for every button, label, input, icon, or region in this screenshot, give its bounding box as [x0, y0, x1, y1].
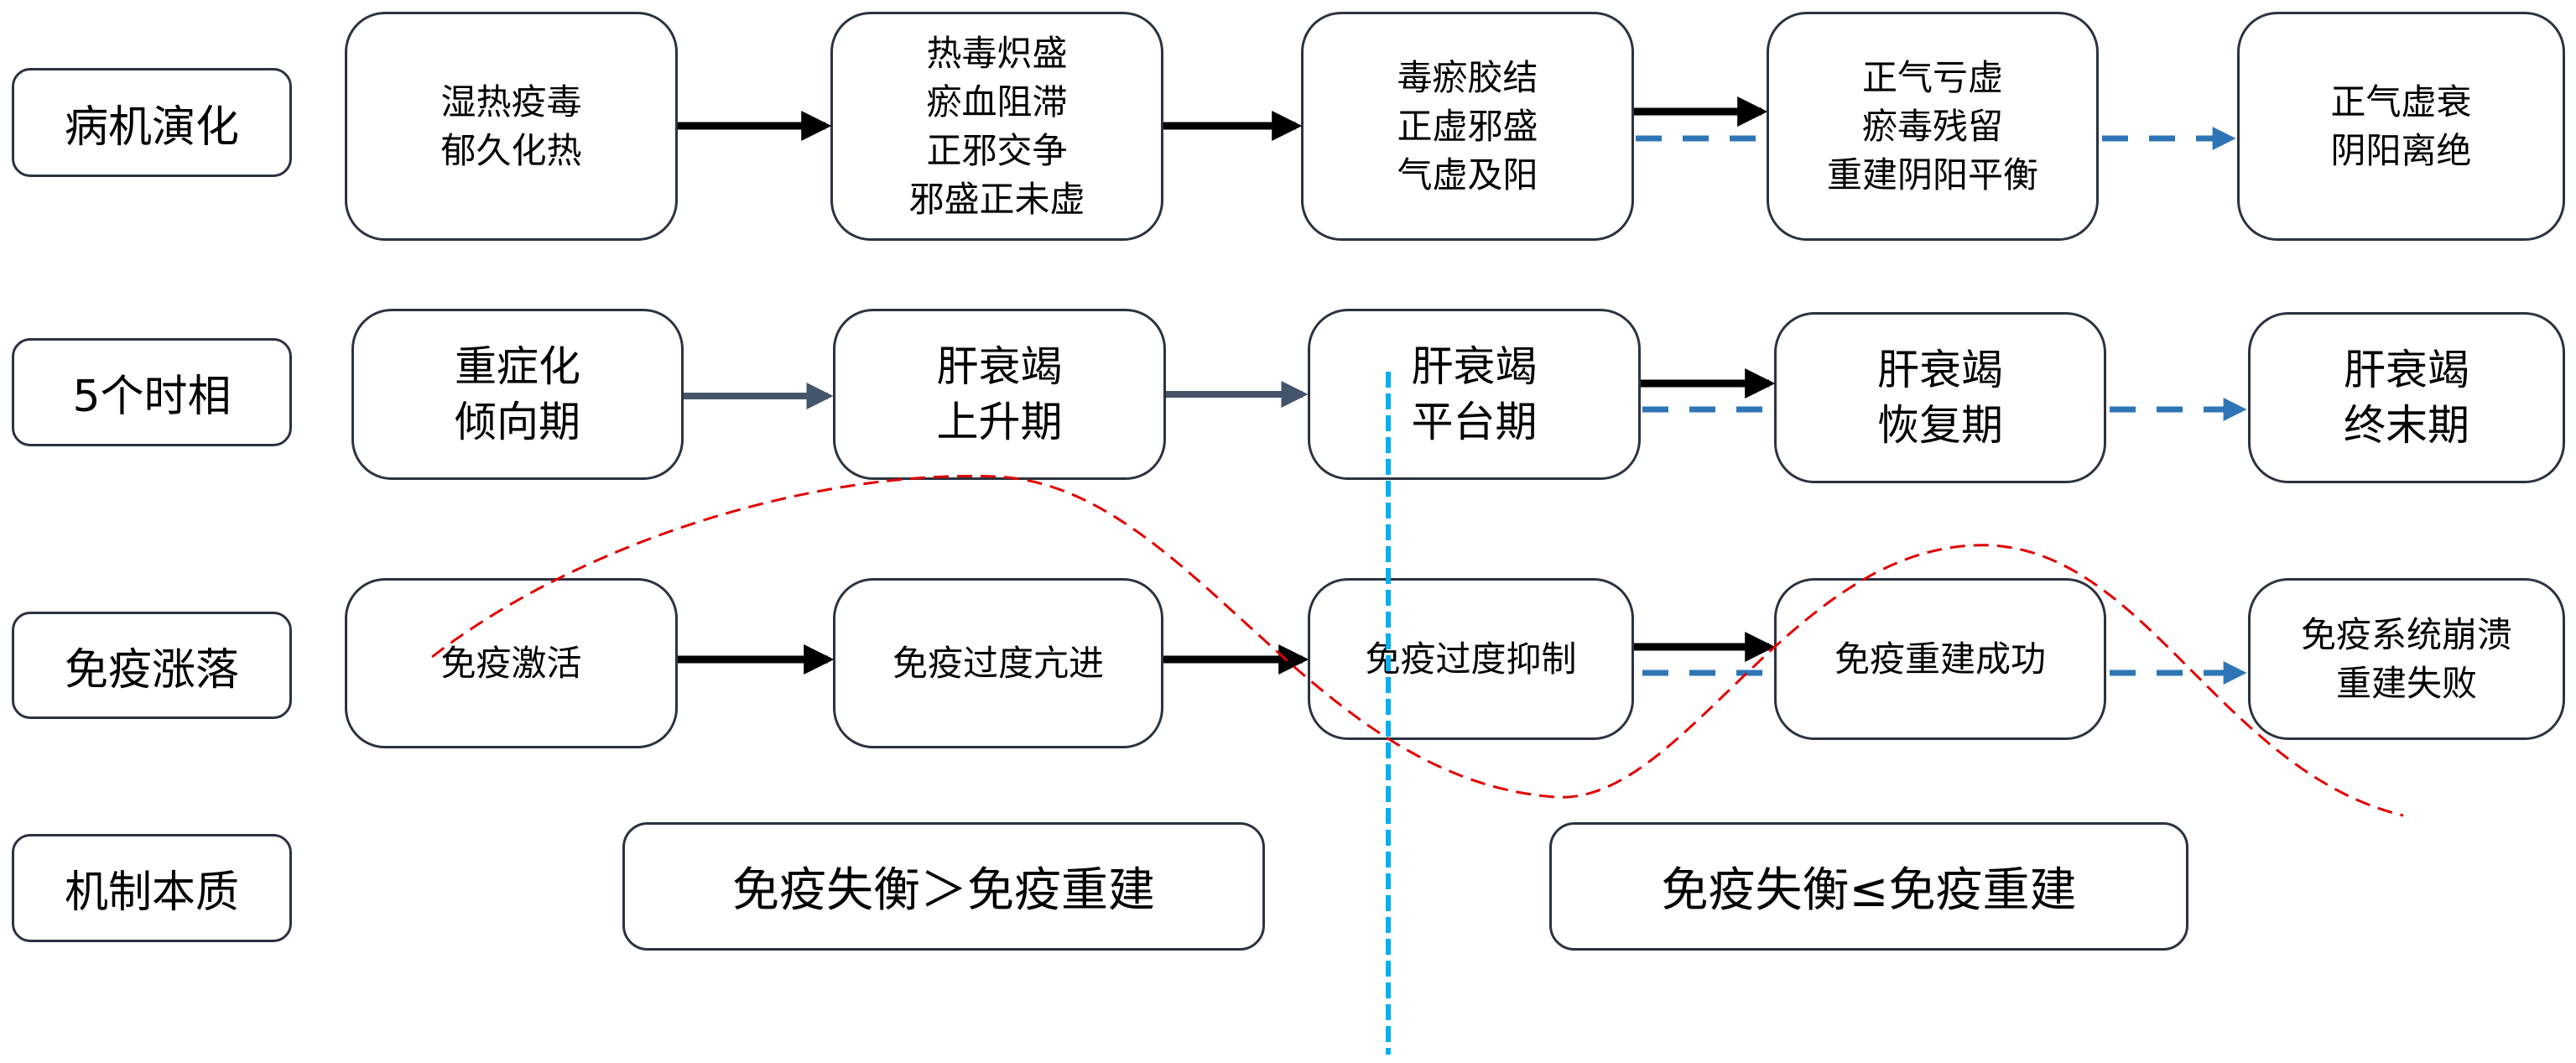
node-text-line: 热毒炽盛: [926, 32, 1068, 74]
row-label-text: 病机演化: [64, 102, 239, 153]
node-pathogenesis-5: 正气虚衰阴阳离绝: [2237, 12, 2565, 241]
node-text-line: 免疫激活: [440, 642, 582, 684]
node-phase-3: 肝衰竭平台期: [1308, 309, 1641, 480]
node-text-line: 免疫过度亢进: [892, 642, 1104, 684]
node-text-line: 平台期: [1411, 398, 1538, 446]
node-immune-5: 免疫系统崩溃重建失败: [2248, 578, 2565, 740]
essence-rebuild-dominant: 免疫失衡≤免疫重建: [1549, 822, 2188, 951]
node-text-line: 恢复期: [1877, 401, 2003, 450]
essence-imbalance-dominant: 免疫失衡＞免疫重建: [622, 822, 1265, 951]
node-text: 重症化倾向期: [455, 339, 580, 450]
node-text: 湿热疫毒郁久化热: [440, 78, 581, 175]
node-text-line: 肝衰竭: [936, 342, 1063, 391]
node-text: 免疫激活: [440, 639, 581, 688]
node-text-line: 毒瘀胶结: [1397, 56, 1538, 98]
node-text-line: 肝衰竭: [1877, 346, 2003, 394]
node-text-line: 免疫系统崩溃: [2300, 613, 2512, 655]
node-text-line: 肝衰竭: [2344, 346, 2469, 394]
node-phase-5: 肝衰竭终末期: [2248, 312, 2565, 483]
node-text-line: 邪盛正未虚: [908, 178, 1085, 220]
row-label-immune: 免疫涨落: [12, 612, 292, 719]
node-text-line: 瘀毒残留: [1861, 105, 2003, 147]
node-text-line: 正虚邪盛: [1397, 105, 1538, 147]
node-text: 肝衰竭上升期: [937, 339, 1063, 450]
node-text-line: 免疫重建成功: [1834, 638, 2046, 680]
node-text: 肝衰竭恢复期: [1877, 342, 2003, 453]
node-pathogenesis-2: 热毒炽盛瘀血阻滞正邪交争邪盛正未虚: [830, 12, 1163, 241]
essence-text: 免疫失衡＞免疫重建: [732, 863, 1155, 918]
node-pathogenesis-1: 湿热疫毒郁久化热: [345, 12, 678, 241]
node-text-line: 终末期: [2344, 401, 2469, 450]
node-text-line: 重症化: [455, 342, 580, 391]
node-immune-3: 免疫过度抑制: [1308, 578, 1634, 740]
node-text-line: 湿热疫毒: [440, 81, 582, 122]
node-text-line: 肝衰竭: [1411, 342, 1538, 391]
node-pathogenesis-3: 毒瘀胶结正虚邪盛气虚及阳: [1301, 12, 1634, 241]
node-text: 免疫过度亢进: [892, 639, 1104, 688]
node-text: 正气虚衰阴阳离绝: [2330, 78, 2471, 175]
row-label-text: 免疫涨落: [64, 644, 239, 696]
node-phase-4: 肝衰竭恢复期: [1774, 312, 2106, 483]
node-immune-1: 免疫激活: [345, 578, 678, 748]
node-text-line: 气虚及阳: [1397, 154, 1538, 195]
row-label-phases: 5个时相: [12, 338, 292, 446]
node-text: 免疫重建成功: [1834, 635, 2046, 684]
node-text: 正气亏虚瘀毒残留重建阴阳平衡: [1827, 54, 2038, 200]
node-text: 肝衰竭终末期: [2344, 342, 2469, 453]
row-label-mechanism: 机制本质: [12, 834, 292, 942]
essence-text: 免疫失衡≤免疫重建: [1661, 863, 2077, 918]
node-phase-1: 重症化倾向期: [351, 309, 684, 480]
node-text-line: 免疫过度抑制: [1365, 638, 1577, 680]
node-pathogenesis-4: 正气亏虚瘀毒残留重建阴阳平衡: [1767, 12, 2099, 241]
immune-fluctuation-curve: [431, 474, 2404, 817]
node-text-line: 阴阳离绝: [2330, 129, 2472, 171]
node-text-line: 瘀血阻滞: [926, 81, 1068, 122]
row-label-text: 机制本质: [64, 868, 239, 918]
node-text: 肝衰竭平台期: [1412, 339, 1538, 450]
row-label-text: 5个时相: [72, 372, 232, 422]
node-text-line: 正气亏虚: [1861, 56, 2003, 98]
node-phase-2: 肝衰竭上升期: [833, 309, 1166, 480]
node-text-line: 倾向期: [455, 398, 580, 446]
node-text-line: 重建失败: [2335, 662, 2477, 704]
node-text: 热毒炽盛瘀血阻滞正邪交争邪盛正未虚: [908, 29, 1085, 224]
node-text-line: 上升期: [936, 398, 1063, 446]
node-text: 免疫系统崩溃重建失败: [2301, 611, 2512, 708]
node-text: 免疫过度抑制: [1365, 635, 1576, 684]
node-text-line: 重建阴阳平衡: [1826, 154, 2038, 195]
node-text-line: 正气虚衰: [2330, 81, 2472, 122]
row-label-pathogenesis: 病机演化: [12, 68, 292, 177]
node-text-line: 正邪交争: [926, 129, 1068, 171]
node-immune-2: 免疫过度亢进: [833, 578, 1163, 748]
node-immune-4: 免疫重建成功: [1774, 578, 2106, 740]
node-text-line: 郁久化热: [440, 129, 582, 171]
node-text: 毒瘀胶结正虚邪盛气虚及阳: [1397, 54, 1538, 200]
